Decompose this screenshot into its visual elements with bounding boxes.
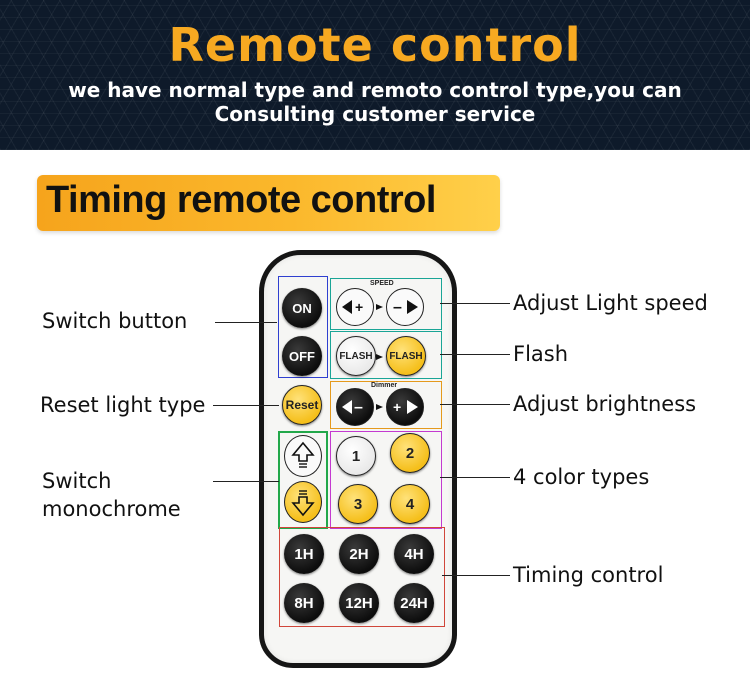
color-1-button[interactable]: 1 — [336, 436, 376, 476]
leader-switch-button — [215, 322, 277, 323]
svg-text:–: – — [354, 399, 363, 416]
flash-arrow-icon — [376, 354, 383, 360]
speed-down-button[interactable]: + — [336, 288, 374, 326]
left-plus-icon: + — [342, 299, 363, 315]
color-3-button[interactable]: 3 — [338, 484, 378, 524]
off-button[interactable]: OFF — [282, 336, 322, 376]
plus-right-icon: + — [393, 399, 418, 415]
leader-reset-light-type — [213, 405, 279, 406]
zone-power — [278, 276, 328, 378]
brightness-down-button[interactable]: – — [336, 388, 374, 426]
zone-timers — [279, 527, 445, 627]
leader-adjust-brightness — [440, 404, 510, 405]
speed-label: SPEED — [370, 280, 394, 287]
svg-text:+: + — [355, 299, 363, 315]
zone-flash — [330, 331, 442, 379]
on-button[interactable]: ON — [282, 288, 322, 328]
callout-adjust-light-speed: Adjust Light speed — [513, 291, 708, 315]
callout-color-types: 4 color types — [513, 465, 650, 489]
svg-text:–: – — [393, 299, 402, 316]
callout-switch-monochrome-1: Switch — [42, 469, 112, 493]
zone-mono — [278, 431, 328, 529]
callout-switch-monochrome-2: monochrome — [42, 497, 181, 521]
subtitle-line-2: Consulting customer service — [214, 102, 536, 126]
flash-yellow-button[interactable]: FLASH — [386, 336, 426, 376]
timer-24h-button[interactable]: 24H — [394, 583, 434, 623]
main-title: Remote control — [168, 18, 582, 72]
color-4-button[interactable]: 4 — [390, 484, 430, 524]
section-title: Timing remote control — [46, 179, 436, 221]
dimmer-arrow-icon — [376, 404, 383, 410]
brightness-up-button[interactable]: + — [386, 388, 424, 426]
remote-body: ON OFF SPEED + – FLASH FLASH Reset Dimme… — [259, 250, 457, 668]
callout-timing-control: Timing control — [513, 563, 664, 587]
leader-switch-monochrome — [213, 481, 279, 482]
callout-flash: Flash — [513, 342, 569, 366]
svg-text:+: + — [393, 399, 401, 415]
left-minus-icon: – — [342, 399, 363, 416]
leader-color-types — [440, 477, 510, 478]
leader-adjust-light-speed — [440, 303, 510, 304]
zone-colors — [330, 431, 442, 529]
callout-adjust-brightness: Adjust brightness — [513, 392, 697, 416]
callout-switch-button: Switch button — [42, 309, 188, 333]
top-banner — [0, 0, 750, 150]
subtitle-line-1: we have normal type and remoto control t… — [68, 78, 682, 102]
arrow-down-icon — [291, 490, 315, 517]
section-pill — [37, 175, 500, 231]
timer-2h-button[interactable]: 2H — [339, 534, 379, 574]
reset-button[interactable]: Reset — [282, 385, 322, 425]
mono-up-button[interactable] — [284, 435, 322, 477]
zone-speed — [330, 278, 442, 330]
timer-1h-button[interactable]: 1H — [284, 534, 324, 574]
timer-12h-button[interactable]: 12H — [339, 583, 379, 623]
flash-white-button[interactable]: FLASH — [336, 336, 376, 376]
timer-4h-button[interactable]: 4H — [394, 534, 434, 574]
leader-timing-control — [442, 575, 510, 576]
leader-flash — [440, 354, 510, 355]
arrow-up-icon — [291, 441, 315, 468]
callout-reset-light-type: Reset light type — [40, 393, 206, 417]
minus-right-icon: – — [393, 299, 418, 316]
color-2-button[interactable]: 2 — [390, 433, 430, 473]
speed-up-button[interactable]: – — [386, 288, 424, 326]
dimmer-label: Dimmer — [371, 382, 398, 389]
speed-arrow-icon — [376, 304, 383, 310]
zone-dimmer — [330, 381, 442, 429]
timer-8h-button[interactable]: 8H — [284, 583, 324, 623]
mono-down-button[interactable] — [284, 481, 322, 523]
